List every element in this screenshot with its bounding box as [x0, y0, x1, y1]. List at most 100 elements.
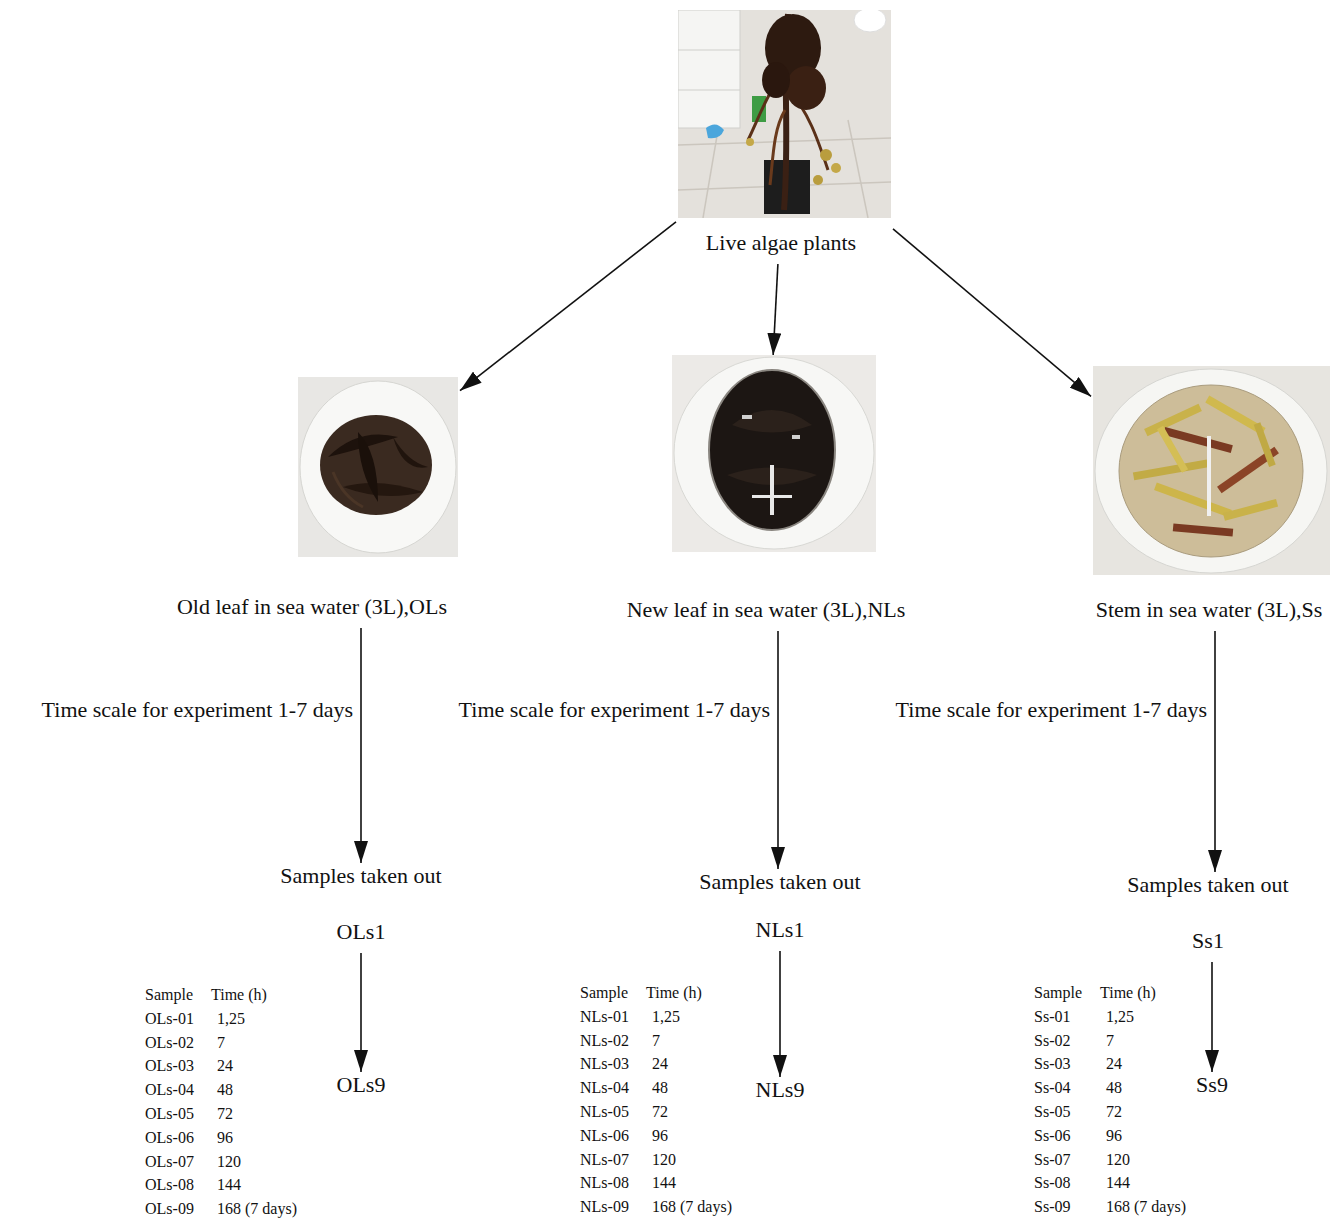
- final-sample-node: Ss9: [1194, 1072, 1230, 1106]
- photo-detail: [848, 120, 868, 218]
- sampling-node: Samples taken outSs1: [1125, 872, 1291, 962]
- time-value: 24: [652, 1055, 668, 1073]
- sample-name: Ss-07: [1034, 1151, 1070, 1169]
- sample-name: NLs-09: [580, 1198, 629, 1216]
- time-value: 48: [217, 1081, 233, 1099]
- node-text: OLs9: [337, 1072, 386, 1098]
- photo-detail: [300, 381, 456, 553]
- sample-name: OLs-02: [145, 1034, 194, 1052]
- sample-name: Ss-06: [1034, 1127, 1070, 1145]
- photo-detail: [393, 437, 428, 468]
- table-header: Time (h): [646, 984, 702, 1002]
- sample-name: Ss-04: [1034, 1079, 1070, 1097]
- sample-name: NLs-01: [580, 1008, 629, 1026]
- edge-label: Time scale for experiment 1-7 days: [42, 697, 353, 723]
- stem-photo: [1093, 366, 1330, 575]
- flow-arrow: [360, 628, 362, 863]
- node-text: NLs9: [756, 1077, 805, 1103]
- photo-detail: [1095, 369, 1327, 573]
- time-value: 72: [217, 1105, 233, 1123]
- time-value: 96: [217, 1129, 233, 1147]
- photo-detail: [831, 163, 841, 173]
- new-leaf-photo: [672, 355, 876, 552]
- treatment-node: Stem in sea water (3L),Ss: [1091, 366, 1332, 631]
- photo-detail: [343, 483, 423, 496]
- photo-detail: [813, 175, 823, 185]
- photo-detail: [1133, 459, 1208, 480]
- final-sample-node: NLs9: [753, 1077, 807, 1111]
- sample-name: Ss-01: [1034, 1008, 1070, 1026]
- time-value: 120: [217, 1153, 241, 1171]
- photo-detail: [1223, 499, 1278, 521]
- time-value: 120: [1106, 1151, 1130, 1169]
- photo-detail: [1207, 436, 1211, 516]
- time-value: 48: [652, 1079, 668, 1097]
- time-value: 24: [217, 1057, 233, 1075]
- photo-detail: [792, 435, 800, 439]
- sample-name: OLs-08: [145, 1176, 194, 1194]
- flow-arrow: [360, 953, 362, 1072]
- photo-detail: [752, 495, 792, 498]
- sample-name: Ss-08: [1034, 1174, 1070, 1192]
- photo-detail: [742, 415, 752, 419]
- sample-id: NLs1: [756, 917, 805, 943]
- sample-name: OLs-01: [145, 1010, 194, 1028]
- sample-name: NLs-03: [580, 1055, 629, 1073]
- photo-detail: [1093, 366, 1330, 575]
- time-value: 96: [652, 1127, 668, 1145]
- photo-detail: [1154, 483, 1232, 518]
- photo-detail: [678, 10, 740, 128]
- flow-arrow: [777, 631, 779, 869]
- photo-detail: [703, 130, 718, 218]
- edge-label: Time scale for experiment 1-7 days: [896, 697, 1207, 723]
- time-value: 7: [217, 1034, 225, 1052]
- sample-name: OLs-03: [145, 1057, 194, 1075]
- photo-detail: [320, 415, 432, 515]
- time-value: 120: [652, 1151, 676, 1169]
- flow-arrow: [773, 264, 778, 355]
- sample-name: NLs-05: [580, 1103, 629, 1121]
- node-text: Samples taken out: [699, 869, 860, 895]
- node-text: Stem in sea water (3L),Ss: [1096, 597, 1323, 623]
- sample-name: Ss-09: [1034, 1198, 1070, 1216]
- sampling-node: Samples taken outOLs1: [278, 863, 444, 953]
- sample-name: Ss-05: [1034, 1103, 1070, 1121]
- sample-id: Ss1: [1192, 928, 1224, 954]
- sample-name: Ss-02: [1034, 1032, 1070, 1050]
- photo-detail: [1157, 426, 1188, 473]
- photo-detail: [678, 90, 740, 91]
- photo-detail: [770, 110, 785, 185]
- time-value: 1,25: [1106, 1008, 1134, 1026]
- flow-arrow: [1211, 962, 1213, 1072]
- edge-label: Time scale for experiment 1-7 days: [459, 697, 770, 723]
- flow-arrow: [1214, 631, 1216, 872]
- treatment-node: New leaf in sea water (3L),NLs: [624, 355, 908, 631]
- photo-detail: [358, 432, 378, 502]
- photo-detail: [854, 10, 886, 32]
- photo-detail: [786, 66, 826, 110]
- photo-detail: [1254, 422, 1276, 467]
- time-value: 72: [1106, 1103, 1122, 1121]
- table-header: Time (h): [211, 986, 267, 1004]
- photo-detail: [333, 472, 363, 507]
- photo-detail: [746, 138, 754, 146]
- time-value: 7: [1106, 1032, 1114, 1050]
- photo-detail: [678, 10, 891, 218]
- sample-name: NLs-08: [580, 1174, 629, 1192]
- sample-name: NLs-06: [580, 1127, 629, 1145]
- photo-detail: [820, 149, 832, 161]
- time-value: 48: [1106, 1079, 1122, 1097]
- flow-arrow: [779, 951, 781, 1077]
- node-text: Old leaf in sea water (3L),OLs: [177, 594, 447, 620]
- node-text: Live algae plants: [706, 230, 856, 256]
- time-value: 144: [652, 1174, 676, 1192]
- time-value: 144: [1106, 1174, 1130, 1192]
- final-sample-node: OLs9: [334, 1072, 388, 1106]
- photo-detail: [672, 355, 876, 552]
- sample-name: OLs-04: [145, 1081, 194, 1099]
- old-leaf-photo: [298, 377, 458, 557]
- sample-name: Ss-03: [1034, 1055, 1070, 1073]
- time-value: 168 (7 days): [1106, 1198, 1186, 1216]
- treatment-node: Old leaf in sea water (3L),OLs: [174, 377, 460, 628]
